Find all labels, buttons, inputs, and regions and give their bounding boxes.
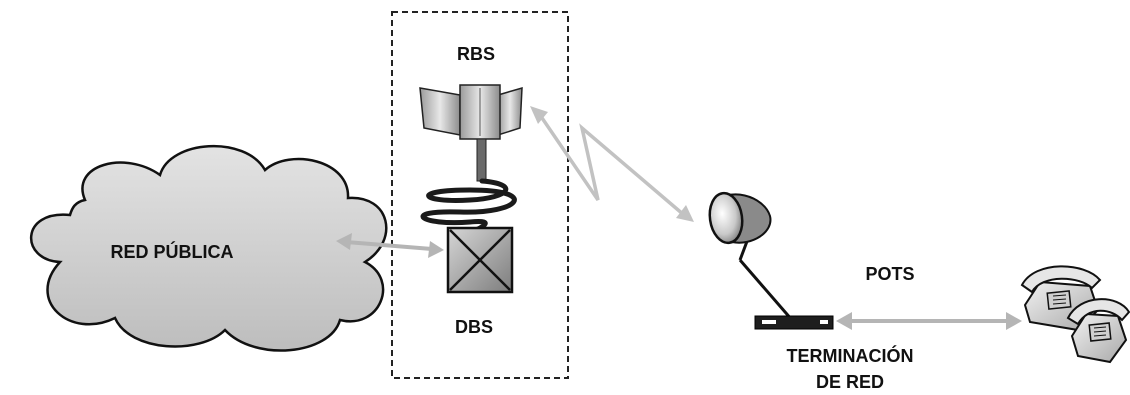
pots-label: POTS <box>865 264 914 284</box>
public-network-label: RED PÚBLICA <box>110 241 233 262</box>
rbs-label: RBS <box>457 44 495 64</box>
cloud-dbs-link-arrow <box>336 233 444 258</box>
base-station-boundary <box>391 11 569 379</box>
public-network-cloud: RED PÚBLICA <box>30 144 388 352</box>
rbs-antenna <box>419 84 523 182</box>
dbs-label: DBS <box>455 317 493 337</box>
network-termination-label-line2: DE RED <box>816 372 884 392</box>
pots-link-arrow <box>836 312 1022 330</box>
telephone-front <box>1066 298 1130 364</box>
rbs-dbs-coiled-cable <box>420 178 517 235</box>
network-termination-label-line1: TERMINACIÓN <box>787 345 914 366</box>
subscriber-antenna <box>708 191 794 321</box>
wireless-link-arrow <box>530 106 694 222</box>
dbs-unit <box>446 226 514 294</box>
network-termination-device <box>754 315 834 330</box>
